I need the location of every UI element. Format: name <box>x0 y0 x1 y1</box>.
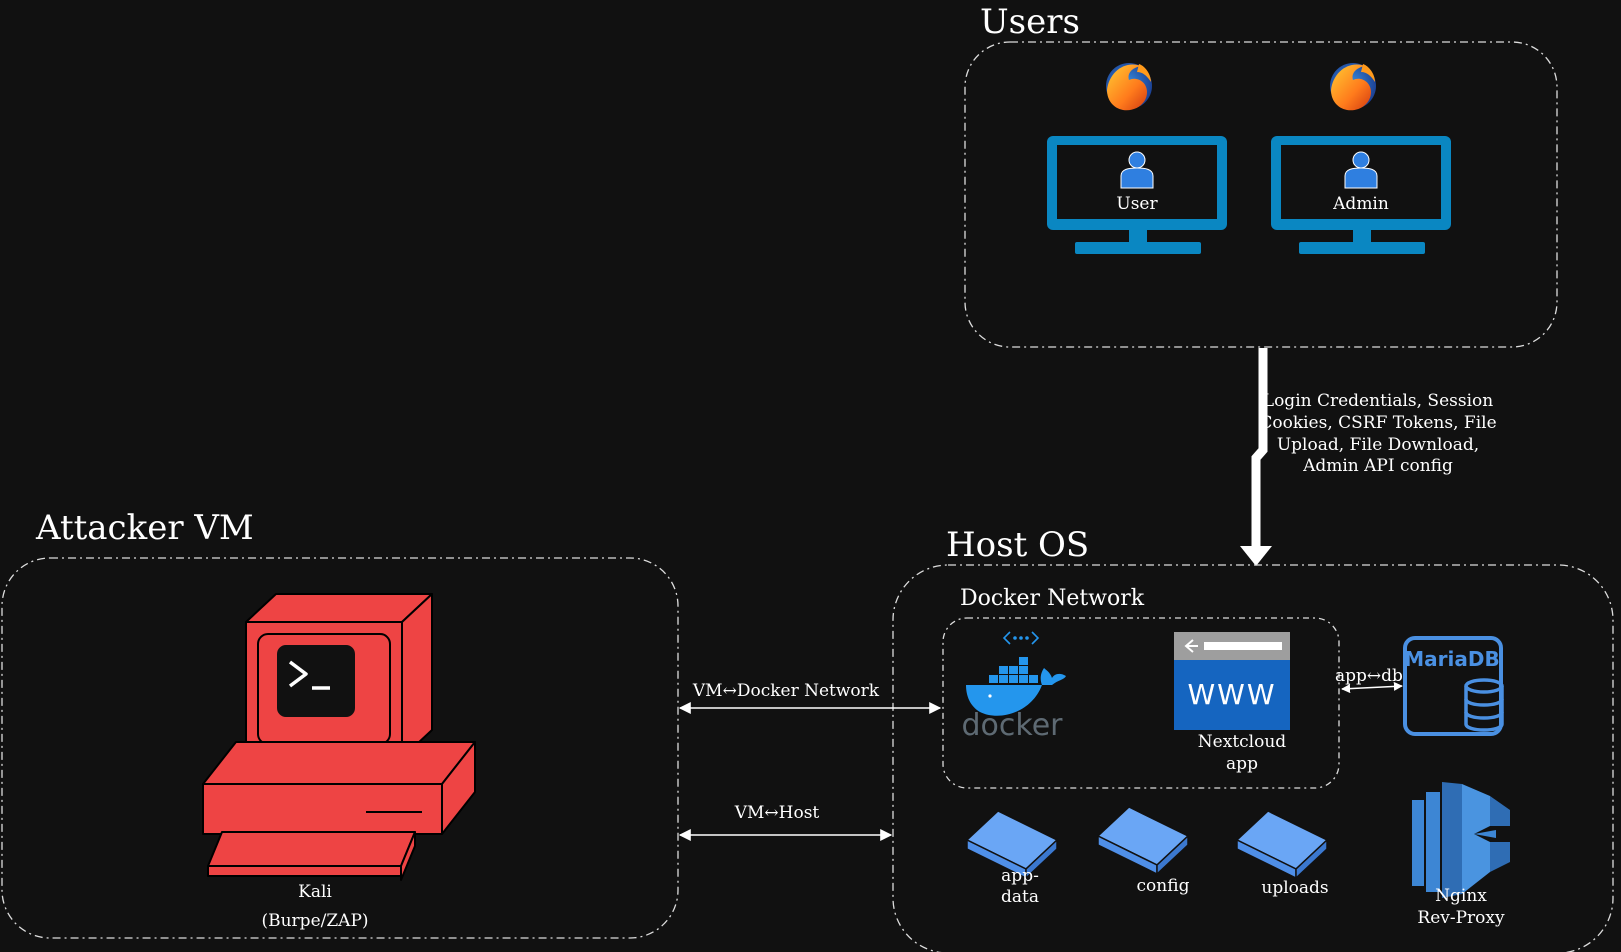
volume-appdata-label: app- <box>1001 866 1039 886</box>
nginx-label: Nginx <box>1435 886 1487 906</box>
docker-network-title: Docker Network <box>960 586 1145 611</box>
vm-docker-connector: VM↔Docker Network <box>678 681 942 714</box>
vm-docker-label: VM↔Docker Network <box>692 681 880 701</box>
svg-text:WWW: WWW <box>1187 678 1276 711</box>
app-db-label: app↔db <box>1335 666 1403 686</box>
kali-tools-label: (Burpe/ZAP) <box>261 911 368 931</box>
flow-arrowhead <box>1240 546 1272 566</box>
nextcloud-app-label: app <box>1226 754 1258 774</box>
storage-volume-icon <box>1235 810 1329 880</box>
flow-label: Login Credentials, Session Cookies, CSRF… <box>1259 391 1496 476</box>
volume-appdata-label-2: data <box>1001 887 1039 907</box>
docker-logo-text: docker <box>962 708 1064 743</box>
host-os-title: Host OS <box>946 525 1089 565</box>
mariadb-logo-text: MariaDB <box>1404 647 1499 671</box>
nginx-rev-proxy-label: Rev-Proxy <box>1417 908 1505 928</box>
users-to-host-flow: Login Credentials, Session Cookies, CSRF… <box>1240 348 1497 566</box>
nextcloud-label: Nextcloud <box>1198 732 1286 752</box>
attacker-vm-boundary <box>1 557 679 939</box>
person-icon <box>1344 151 1378 189</box>
host-os-boundary <box>892 564 1614 952</box>
vm-host-label: VM↔Host <box>734 803 820 823</box>
svg-text:Admin API config: Admin API config <box>1302 456 1453 476</box>
attacker-vm-group: Attacker VM Kali (Burpe/ZAP) <box>1 508 679 939</box>
mariadb-icon: MariaDB <box>1403 636 1504 736</box>
firefox-icon <box>1330 63 1376 111</box>
kali-computer-icon <box>202 593 476 881</box>
storage-volume-icon <box>1096 806 1190 876</box>
nginx-icon <box>1412 782 1510 898</box>
volume-uploads-label: uploads <box>1261 878 1328 898</box>
user-label: User <box>1116 194 1158 214</box>
svg-text:Cookies, CSRF Tokens, File: Cookies, CSRF Tokens, File <box>1259 413 1496 433</box>
storage-volume-icon <box>965 810 1059 880</box>
vm-host-connector: VM↔Host <box>678 803 893 841</box>
host-os-group: Host OS Docker Network docker <box>892 525 1614 952</box>
www-browser-icon: WWW <box>1174 632 1290 730</box>
users-group: Users User <box>964 2 1558 348</box>
user-workstation: User <box>1047 136 1227 254</box>
admin-label: Admin <box>1332 194 1389 214</box>
flow-arrow <box>1251 348 1268 548</box>
person-icon <box>1120 151 1154 189</box>
users-title: Users <box>980 2 1080 42</box>
svg-text:Login Credentials, Session: Login Credentials, Session <box>1263 391 1493 411</box>
attacker-vm-title: Attacker VM <box>35 508 254 548</box>
app-db-link <box>1341 681 1403 694</box>
volume-config-label: config <box>1137 876 1190 896</box>
firefox-icon <box>1106 63 1152 111</box>
kali-label: Kali <box>298 882 332 902</box>
docker-icon: docker <box>962 631 1066 743</box>
admin-workstation: Admin <box>1271 136 1451 254</box>
svg-text:Upload, File Download,: Upload, File Download, <box>1277 435 1479 455</box>
